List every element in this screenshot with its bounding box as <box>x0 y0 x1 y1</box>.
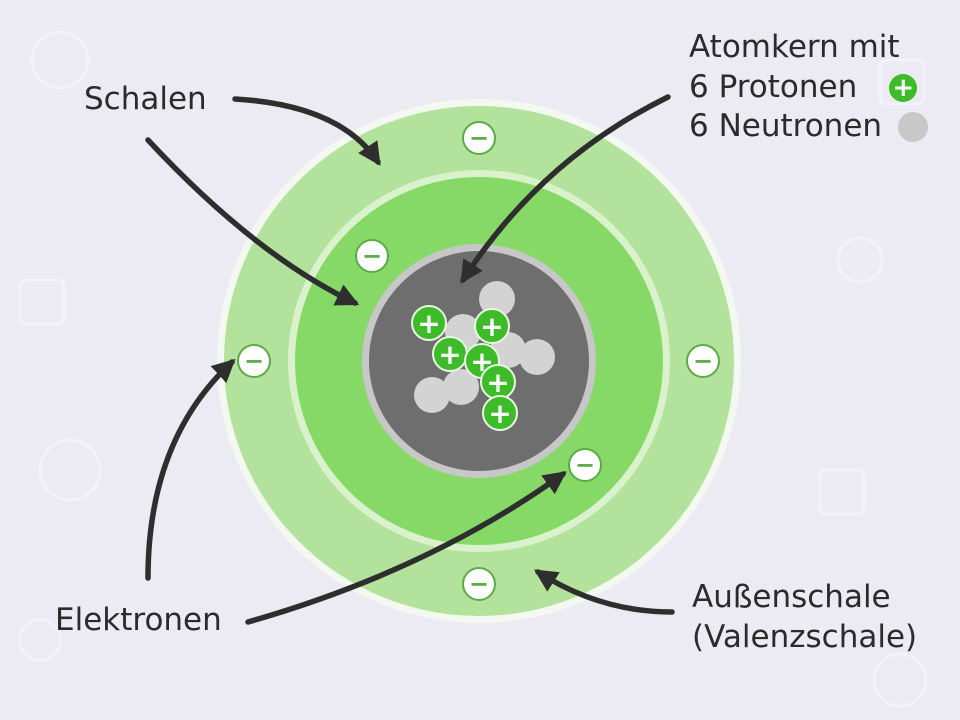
label-schalen: Schalen <box>84 81 207 117</box>
valence-shell-text: (Valenzschale) <box>692 618 918 655</box>
neutron-legend-icon <box>898 112 929 143</box>
background-pattern <box>18 30 928 708</box>
label-outer-shell: Außenschale (Valenzschale) <box>692 578 917 657</box>
svg-text:−: − <box>244 347 264 375</box>
arrow-electron-left <box>145 358 236 581</box>
svg-text:−: − <box>575 451 595 479</box>
proton: + <box>474 308 510 344</box>
legend-protons: 6 Protonen + <box>689 68 928 108</box>
electron: − <box>237 344 271 378</box>
proton: + <box>432 336 468 372</box>
proton: + <box>482 395 518 431</box>
electron: − <box>568 448 602 482</box>
neutron <box>414 377 450 413</box>
proton: + <box>480 364 516 400</box>
electron: − <box>462 567 496 601</box>
protons-text: 6 Protonen <box>689 68 858 105</box>
neutron <box>443 369 479 405</box>
proton-legend-icon: + <box>889 73 918 102</box>
legend-neutrons: 6 Neutronen <box>689 107 929 147</box>
electrons: − − − − − − <box>237 121 720 601</box>
protons: + + + + + + <box>411 305 518 431</box>
arrow-schalen-outer <box>232 96 381 166</box>
arrow-outer-shell <box>534 569 675 615</box>
svg-text:+: + <box>417 307 440 340</box>
svg-text:+: + <box>438 338 461 371</box>
svg-text:−: − <box>693 347 713 375</box>
proton: + <box>411 305 447 341</box>
neutron <box>479 281 515 317</box>
svg-text:−: − <box>469 124 489 152</box>
electron: − <box>686 344 720 378</box>
svg-text:−: − <box>469 570 489 598</box>
arrow-electron-center <box>245 471 567 625</box>
svg-text:−: − <box>362 242 382 270</box>
svg-text:+: + <box>486 366 509 399</box>
arrows <box>145 94 675 625</box>
electron: − <box>462 121 496 155</box>
svg-text:+: + <box>488 397 511 430</box>
arrow-nucleus <box>460 94 671 284</box>
label-nucleus: Atomkern mit 6 Protonen + 6 Neutronen <box>689 28 929 147</box>
outer-shell-text: Außenschale <box>692 579 891 615</box>
neutrons-text: 6 Neutronen <box>689 108 883 145</box>
electron: − <box>355 239 389 273</box>
arrow-schalen-inner <box>145 137 360 306</box>
svg-text:+: + <box>480 310 503 343</box>
nucleus-title: Atomkern mit <box>689 29 900 65</box>
label-elektronen: Elektronen <box>55 602 222 638</box>
neutron <box>519 339 555 375</box>
